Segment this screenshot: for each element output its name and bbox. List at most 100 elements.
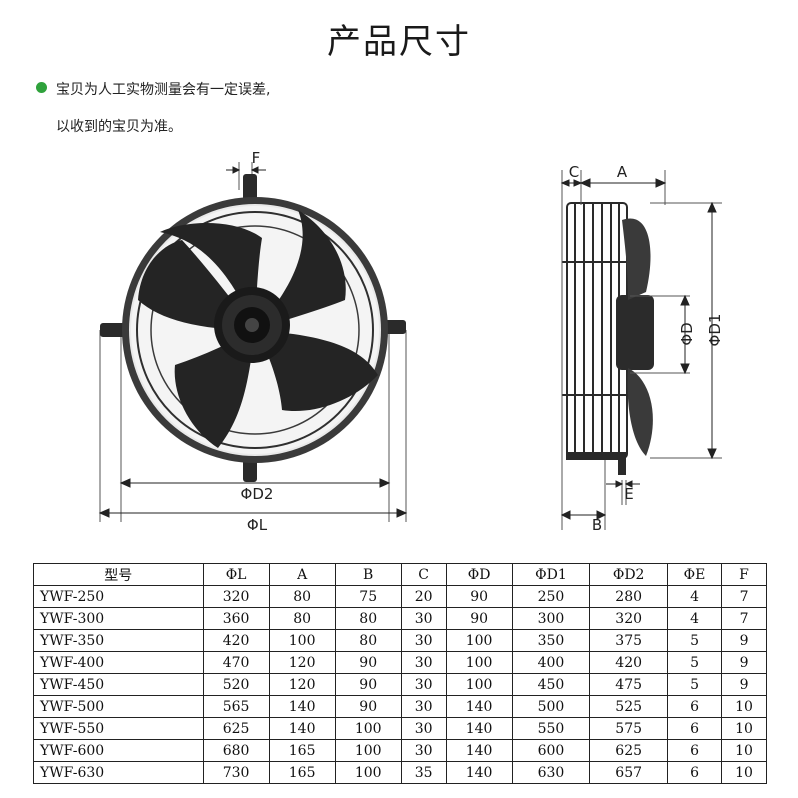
- table-cell: 140: [445, 761, 513, 784]
- table-cell: 250: [511, 585, 591, 608]
- table-cell: 10: [721, 717, 767, 740]
- table-cell: 30: [400, 629, 447, 652]
- table-cell: 30: [400, 651, 447, 674]
- table-cell: 80: [268, 607, 336, 630]
- label-e: E: [624, 485, 633, 503]
- model-cell: YWF-630: [33, 761, 204, 784]
- label-d2: ΦD2: [241, 485, 274, 503]
- table-cell: 525: [589, 695, 668, 718]
- table-cell: 30: [400, 695, 447, 718]
- page-title: 产品尺寸: [327, 22, 471, 62]
- table-cell: 90: [445, 607, 513, 630]
- model-cell: YWF-250: [33, 585, 204, 608]
- table-cell: 140: [268, 717, 336, 740]
- header-d1: ΦD1: [511, 563, 591, 586]
- header-b: B: [334, 563, 402, 586]
- table-cell: 520: [202, 673, 270, 696]
- table-cell: 9: [721, 651, 767, 674]
- table-cell: 420: [589, 651, 668, 674]
- fan-front-view-image: [100, 174, 406, 482]
- table-cell: 9: [721, 673, 767, 696]
- table-cell: 90: [445, 585, 513, 608]
- table-cell: 630: [511, 761, 591, 784]
- table-cell: 375: [589, 629, 668, 652]
- table-cell: 360: [202, 607, 270, 630]
- table-cell: 9: [721, 629, 767, 652]
- model-cell: YWF-350: [33, 629, 204, 652]
- table-cell: 140: [445, 695, 513, 718]
- table-cell: 30: [400, 673, 447, 696]
- table-cell: 7: [721, 585, 767, 608]
- label-f: F: [252, 149, 261, 167]
- header-a: A: [268, 563, 336, 586]
- header-d: ΦD: [445, 563, 513, 586]
- dimension-drawing: F ΦD2 ΦL: [98, 149, 724, 534]
- table-cell: 100: [445, 673, 513, 696]
- table-cell: 100: [334, 739, 402, 762]
- table-cell: 550: [511, 717, 591, 740]
- table-cell: 450: [511, 673, 591, 696]
- table-cell: 10: [721, 695, 767, 718]
- table-cell: 350: [511, 629, 591, 652]
- label-d: ΦD: [678, 322, 696, 345]
- table-cell: 6: [666, 695, 723, 718]
- table-cell: 7: [721, 607, 767, 630]
- table-cell: 5: [666, 629, 723, 652]
- table-cell: 5: [666, 651, 723, 674]
- table-cell: 420: [202, 629, 270, 652]
- table-cell: 470: [202, 651, 270, 674]
- label-l: ΦL: [247, 516, 268, 534]
- table-cell: 625: [589, 739, 668, 762]
- table-cell: 100: [334, 717, 402, 740]
- label-c: C: [569, 163, 579, 181]
- header-e: ΦE: [666, 563, 723, 586]
- model-cell: YWF-300: [33, 607, 204, 630]
- table-cell: 280: [589, 585, 668, 608]
- table-cell: 657: [589, 761, 668, 784]
- table-header-row: 型号 ΦL A B C ΦD ΦD1 ΦD2 ΦE F: [33, 563, 767, 586]
- table-cell: 20: [400, 585, 447, 608]
- header-l: ΦL: [202, 563, 270, 586]
- table-cell: 320: [202, 585, 270, 608]
- table-cell: 35: [400, 761, 447, 784]
- table-cell: 80: [268, 585, 336, 608]
- table-cell: 4: [666, 585, 723, 608]
- model-cell: YWF-400: [33, 651, 204, 674]
- table-cell: 30: [400, 717, 447, 740]
- note-line-1: 宝贝为人工实物测量会有一定误差,: [56, 82, 271, 98]
- table-cell: 575: [589, 717, 668, 740]
- header-model: 型号: [33, 563, 204, 586]
- table-cell: 140: [445, 739, 513, 762]
- table-cell: 75: [334, 585, 402, 608]
- table-cell: 600: [511, 739, 591, 762]
- model-cell: YWF-450: [33, 673, 204, 696]
- model-cell: YWF-600: [33, 739, 204, 762]
- table-cell: 5: [666, 673, 723, 696]
- table-cell: 320: [589, 607, 668, 630]
- fan-side-view-image: [562, 202, 654, 475]
- table-cell: 400: [511, 651, 591, 674]
- table-cell: 500: [511, 695, 591, 718]
- table-cell: 730: [202, 761, 270, 784]
- table-cell: 680: [202, 739, 270, 762]
- table-cell: 80: [334, 607, 402, 630]
- table-cell: 90: [334, 651, 402, 674]
- table-cell: 10: [721, 739, 767, 762]
- table-cell: 100: [334, 761, 402, 784]
- header-c: C: [400, 563, 447, 586]
- table-cell: 30: [400, 607, 447, 630]
- table-cell: 140: [268, 695, 336, 718]
- label-d1: ΦD1: [706, 314, 724, 347]
- table-cell: 80: [334, 629, 402, 652]
- table-cell: 140: [445, 717, 513, 740]
- table-cell: 120: [268, 673, 336, 696]
